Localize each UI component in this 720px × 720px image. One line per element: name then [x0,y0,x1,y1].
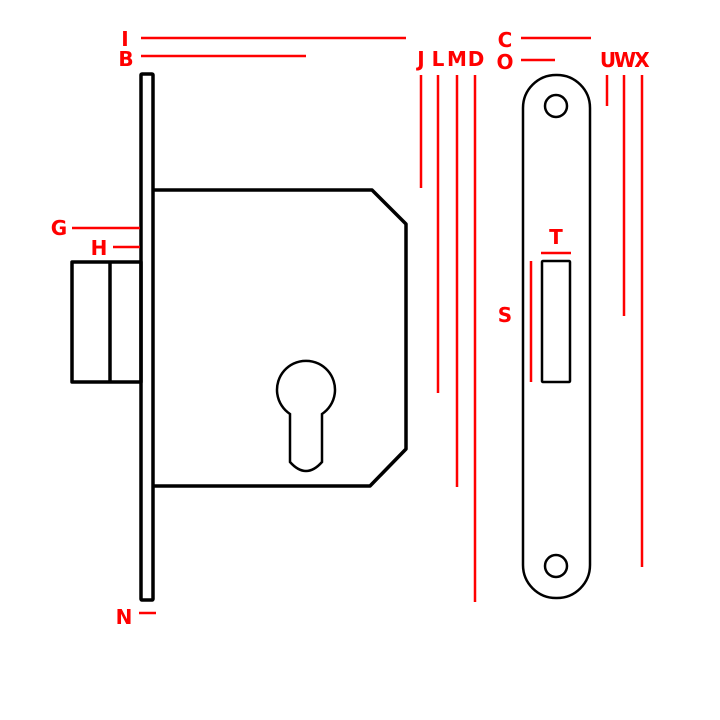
strike-slot [540,259,572,384]
label-c: C [498,28,513,52]
label-l: L [432,47,445,71]
label-h: H [91,236,108,260]
screw-hole-top [543,93,569,119]
label-g: G [51,216,67,240]
label-u: U [600,48,616,72]
label-x: X [634,48,650,72]
label-b: B [118,47,133,71]
screw-hole-bottom [543,553,569,579]
lock-case [70,72,408,602]
keyhole [275,359,337,473]
dimension-lines [72,36,644,615]
strike-plate-outline [521,73,592,600]
label-i: I [121,27,128,51]
forend-plate [139,72,155,602]
label-n: N [116,605,133,629]
bolt [70,260,143,384]
label-w: W [614,48,636,72]
label-s: S [498,303,512,327]
label-o: O [496,50,513,74]
label-d: D [468,47,485,71]
lock-body [153,188,408,488]
label-t: T [549,225,563,249]
strike-plate [521,73,592,600]
label-j: J [415,47,424,71]
label-m: M [447,47,467,71]
